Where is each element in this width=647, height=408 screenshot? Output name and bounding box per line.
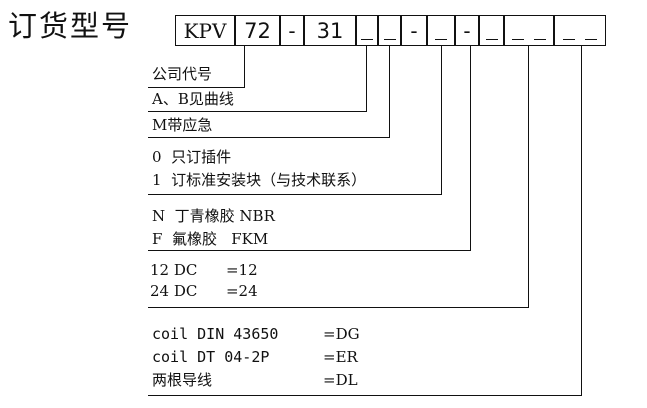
label-voltage-12: 12 DC =12	[150, 261, 258, 279]
label-plug-0: 0 只订插件	[152, 148, 232, 166]
leader-seal-horizontal	[148, 250, 471, 251]
label-coil-din-code: =DG	[323, 325, 360, 343]
label-curve: A、B见曲线	[152, 90, 234, 108]
label-seal-fkm: F 氟橡胶 FKM	[152, 230, 269, 248]
code-box-plug	[427, 15, 455, 46]
leader-curve-horizontal	[148, 111, 367, 112]
blank-slot-mark	[534, 38, 546, 40]
leader-voltage-horizontal	[148, 307, 529, 308]
label-voltage-24: 24 DC =24	[150, 282, 258, 300]
code-box-dash-2: -	[401, 15, 427, 46]
blank-slot-mark	[361, 38, 373, 40]
leader-coil-vertical	[581, 46, 582, 396]
label-coil-dt: coil DT 04-2P	[152, 348, 270, 366]
label-coil-dt-code: =ER	[323, 348, 358, 366]
code-box-coil	[554, 15, 606, 46]
leader-plug-vertical	[441, 46, 442, 195]
code-box-emergency	[378, 15, 401, 46]
label-company-code: 公司代号	[152, 65, 213, 83]
blank-slot-mark	[585, 38, 597, 40]
blank-slot-mark	[485, 38, 498, 40]
blank-slot-mark	[512, 38, 524, 40]
leader-emergency-horizontal	[148, 137, 390, 138]
label-plug-1: 1 订标准安装块（与技术联系）	[152, 171, 367, 189]
blank-slot-mark	[435, 38, 447, 40]
code-box-dash-3: -	[455, 15, 479, 46]
leader-curve-vertical	[366, 46, 367, 112]
leader-emergency-vertical	[389, 46, 390, 138]
leader-seal-vertical	[470, 46, 471, 251]
leader-coil-horizontal	[148, 395, 582, 396]
label-coil-wire: 两根导线	[152, 371, 213, 389]
code-box-seal	[479, 15, 504, 46]
label-coil-wire-code: =DL	[323, 371, 358, 389]
label-emergency: M带应急	[152, 116, 213, 134]
code-box-size: 72	[235, 15, 280, 46]
leader-company-vertical	[244, 46, 245, 88]
page-title: 订货型号	[8, 9, 133, 43]
leader-company-horizontal	[148, 87, 245, 88]
blank-slot-mark	[563, 38, 575, 40]
label-seal-nbr: N 丁青橡胶 NBR	[152, 207, 275, 225]
code-box-curve	[356, 15, 378, 46]
code-box-kpv: KPV	[175, 15, 235, 46]
leader-plug-horizontal	[148, 194, 442, 195]
code-box-series: 31	[304, 15, 356, 46]
code-box-dash-1: -	[280, 15, 304, 46]
code-box-voltage	[504, 15, 554, 46]
leader-voltage-vertical	[528, 46, 529, 308]
label-coil-din: coil DIN 43650	[152, 325, 279, 343]
blank-slot-mark	[383, 38, 396, 40]
